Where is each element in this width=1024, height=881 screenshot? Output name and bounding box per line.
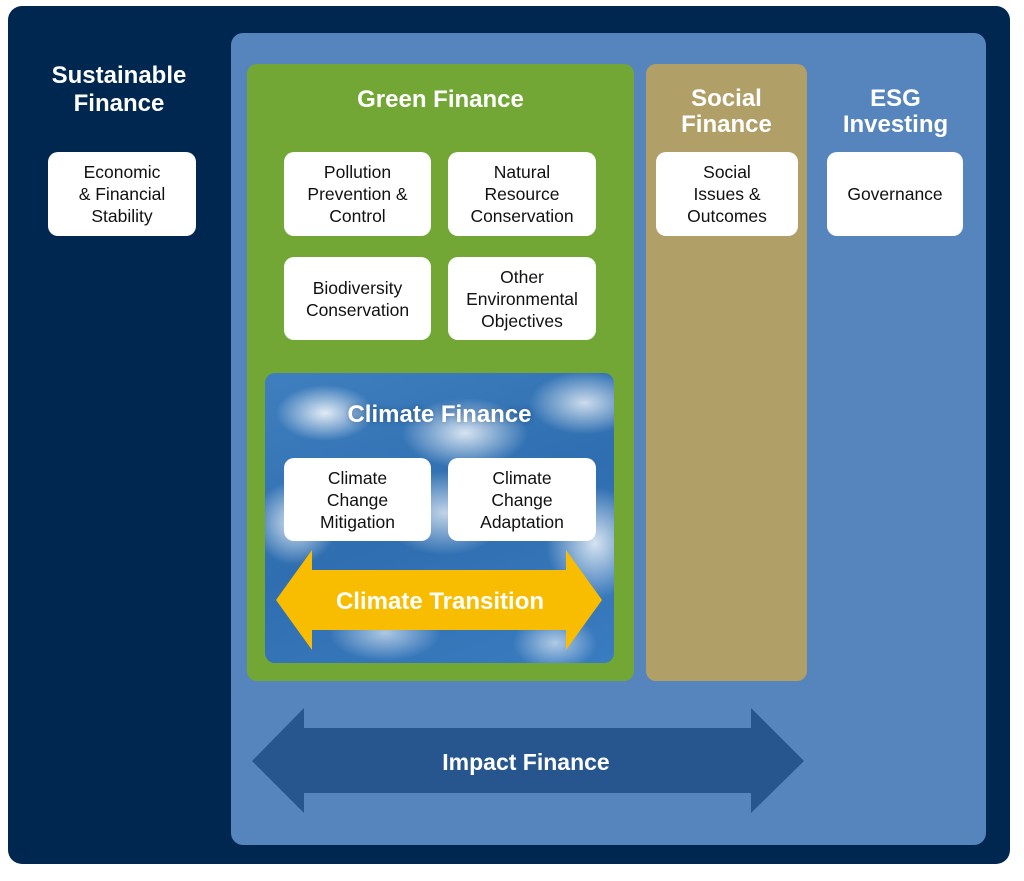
green-finance-title: Green Finance (357, 86, 524, 113)
climate-transition-arrow: Climate Transition (276, 550, 602, 650)
card-governance: Governance (827, 152, 963, 236)
card-climate-change-mitigation: Climate Change Mitigation (284, 458, 431, 541)
impact-finance-label: Impact Finance (442, 749, 609, 775)
card-label: Social Issues & Outcomes (687, 162, 767, 226)
card-label: Economic & Financial Stability (78, 162, 166, 226)
card-label: Natural Resource Conservation (470, 162, 574, 226)
esg-investing-title: ESG Investing (842, 85, 949, 138)
card-climate-change-adaptation: Climate Change Adaptation (448, 458, 596, 541)
card-biodiversity-conservation: Biodiversity Conservation (284, 257, 431, 340)
card-label: Pollution Prevention & Control (307, 162, 408, 226)
card-label: Governance (847, 184, 943, 204)
climate-finance-title: Climate Finance (347, 401, 532, 428)
card-pollution-prevention: Pollution Prevention & Control (284, 152, 431, 236)
impact-finance-arrow: Impact Finance (252, 708, 804, 813)
card-label: Other Environmental Objectives (466, 266, 578, 331)
card-social-issues-outcomes: Social Issues & Outcomes (656, 152, 798, 236)
impact-finance-arrow-shape (252, 708, 804, 813)
climate-transition-label: Climate Transition (336, 588, 544, 615)
card-label: Climate Change Mitigation (320, 467, 395, 532)
sustainable-finance-title: Sustainable Finance (51, 62, 187, 118)
card-economic-financial-stability: Economic & Financial Stability (48, 152, 196, 236)
card-label: Biodiversity Conservation (305, 277, 410, 320)
card-other-environmental-objectives: Other Environmental Objectives (448, 257, 596, 340)
card-natural-resource-conservation: Natural Resource Conservation (448, 152, 596, 236)
card-label: Climate Change Adaptation (480, 467, 564, 532)
social-finance-title: Social Finance (681, 85, 772, 138)
climate-transition-arrow-shape (276, 550, 602, 650)
